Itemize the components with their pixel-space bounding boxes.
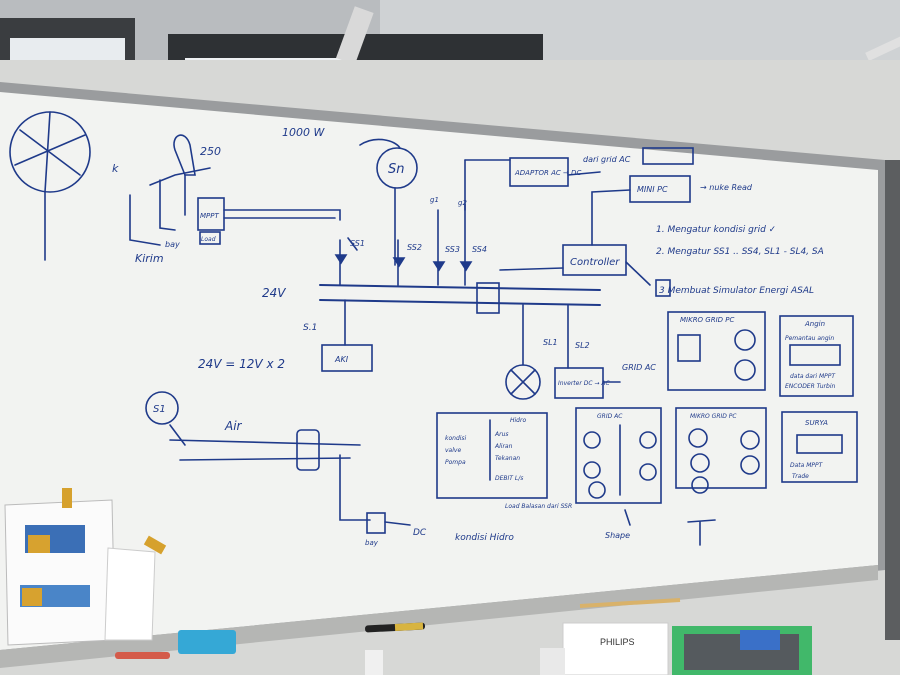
label-ss4: SS4: [472, 245, 487, 254]
label-ss2: SS2: [407, 243, 422, 252]
hidro-left-2: Pompa: [445, 459, 466, 466]
label-grid-ac: GRID AC: [622, 363, 656, 372]
small-box: [540, 648, 565, 675]
pen-tray-stick: [579, 598, 681, 608]
task-1: 1. Mengatur kondisi grid ✓: [656, 225, 776, 235]
task-2: 2. Mengatur SS1 .. SS4, SL1 - SL4, SA: [656, 247, 824, 257]
bus-box: [476, 282, 500, 314]
philips-brand: PHILIPS: [600, 637, 635, 647]
window-pane: [10, 38, 125, 60]
load-note: Load Balasan dari SSR: [505, 503, 572, 510]
panel-angin-title: Angin: [804, 320, 825, 328]
philips-box: [562, 622, 669, 675]
label-ss3: SS3: [445, 245, 460, 254]
tape: [143, 535, 167, 555]
label-kondisi-hidro: kondisi Hidro: [455, 533, 514, 543]
panel-mikro1: [667, 311, 766, 391]
label-sl1: SL1: [543, 338, 558, 347]
bottom-white-item: [365, 650, 383, 675]
task-3: 3 Membuat Simulator Energi ASAL: [659, 286, 814, 296]
hidro-bottom: DEBIT L/s: [495, 475, 523, 482]
panel-angin-l3: ENCODER Turbin: [785, 383, 835, 390]
label-sl2: SL2: [575, 341, 590, 350]
label-load: Load: [201, 236, 216, 243]
panel-grid: [575, 407, 662, 504]
panel-surya: [781, 411, 858, 483]
handwriting: [9, 111, 858, 546]
label-shape: Shape: [605, 531, 630, 540]
label-250: 250: [200, 145, 221, 158]
diagram-orange: [28, 535, 50, 553]
right-wall: [885, 160, 900, 640]
aki-box: [321, 344, 373, 372]
label-minipc: MINI PC: [637, 185, 668, 194]
label-inverter: Inverter DC → AC: [558, 380, 610, 387]
marker-cap: [394, 622, 424, 631]
adaptor-box: [509, 157, 569, 187]
label-bay2: bay: [365, 539, 379, 547]
panel-angin: [779, 315, 854, 397]
hidro-left-0: kondisi: [445, 435, 467, 442]
hydro-circle: [145, 391, 179, 425]
label-aki: AKI: [334, 355, 349, 364]
label-kirim: Kirim: [135, 252, 164, 265]
lamp: [865, 35, 900, 61]
label-g2: g2: [458, 199, 467, 207]
inverter-box: [554, 367, 604, 399]
label-k: k: [112, 162, 119, 175]
panel-angin-l1: Pemantau angin: [785, 335, 834, 342]
controller-box: [562, 244, 627, 276]
label-dari-grid: dari grid AC: [583, 155, 631, 164]
mppt-box: [197, 197, 225, 231]
label-bay: bay: [165, 240, 180, 249]
hidro-right-0: Arus: [494, 431, 509, 438]
panel-angin-l2: data dari MPPT: [790, 373, 836, 380]
hidro-right-1: Aliran: [494, 443, 513, 450]
label-mppt: MPPT: [200, 212, 219, 220]
label-s1-circle: S1: [153, 404, 166, 415]
label-controller: Controller: [570, 257, 620, 268]
label-minipc-note: → nuke Read: [700, 183, 753, 192]
label-s1: S.1: [303, 323, 317, 333]
label-equation: 24V = 12V x 2: [198, 357, 285, 371]
marker-red: [115, 652, 170, 659]
label-ss1: SS1: [350, 239, 365, 248]
panel-surya-title: SURYA: [805, 419, 828, 427]
diagram-orange-2: [22, 588, 42, 606]
taped-paper: [4, 488, 167, 646]
label-adaptor: ADAPTOR AC → DC: [514, 169, 581, 177]
minipc-box: [629, 175, 691, 203]
panel-surya-l1: Data MPPT: [790, 462, 824, 469]
label-dc: DC: [413, 528, 427, 538]
hidro-left-1: valve: [445, 447, 461, 454]
sun-circle: [376, 147, 418, 189]
handwritten-text: 1000 W 250 k Kirim bay MPPT Load Sn ADAP…: [112, 126, 836, 547]
panel-mikro1-title: MIKRO GRID PC: [680, 316, 734, 324]
label-g1: g1: [430, 196, 439, 204]
label-sun: Sn: [388, 162, 405, 177]
label-1000w: 1000 W: [282, 126, 325, 139]
eraser: [178, 630, 236, 654]
lamp: [336, 6, 374, 65]
label-air: Air: [224, 419, 243, 433]
blue-part: [740, 630, 780, 650]
panel-grid-title: GRID AC: [597, 413, 623, 420]
tape: [62, 488, 72, 508]
panel-hidro-title: Hidro: [510, 417, 526, 424]
hidro-right-2: Tekanan: [495, 455, 520, 462]
panel-mikro2-title: MIKRO GRID PC: [690, 413, 737, 420]
panel-surya-l2: Trade: [792, 473, 809, 480]
panel-hidro: [436, 412, 548, 499]
label-24v: 24V: [262, 286, 286, 300]
panel-mikro2: [675, 407, 767, 489]
